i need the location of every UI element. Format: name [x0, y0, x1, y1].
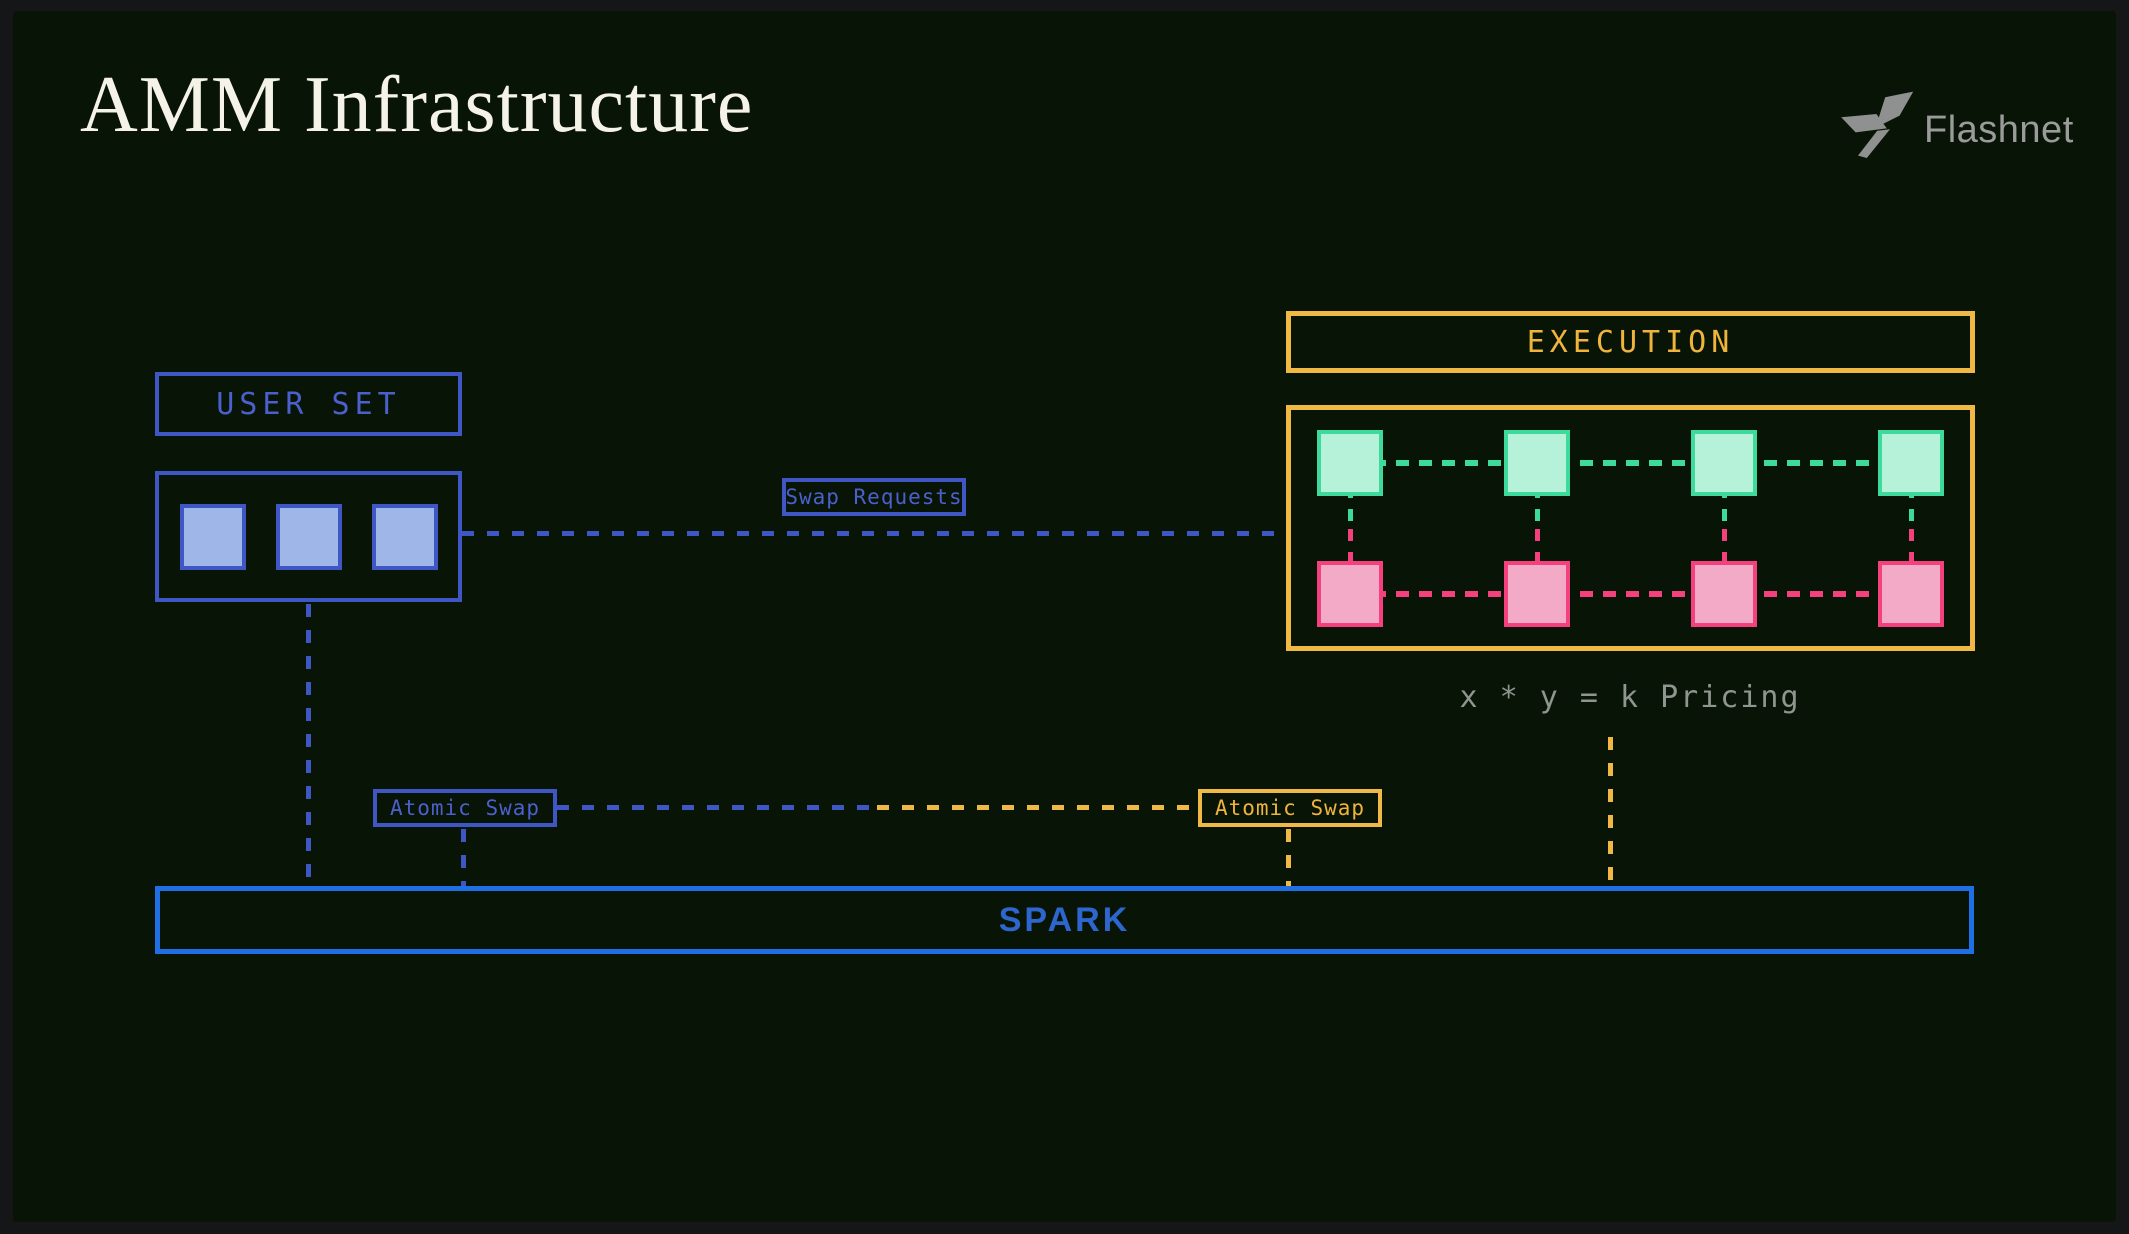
atomic-swap-left-label: Atomic Swap [389, 796, 541, 820]
green-pool-node [1691, 430, 1757, 496]
pair-line-green [1347, 463, 1353, 529]
pair-line-green [1908, 463, 1914, 529]
spark-label: SPARK [998, 900, 1131, 939]
user-square [371, 503, 438, 570]
user-set-to-spark-line [306, 604, 311, 886]
pink-pool-node [1878, 561, 1944, 627]
green-chain-line [1350, 460, 1911, 466]
user-squares-box [155, 471, 462, 602]
pink-chain-line [1350, 591, 1911, 597]
green-pool-node [1504, 430, 1570, 496]
green-pool-node [1878, 430, 1944, 496]
user-square [179, 503, 246, 570]
slide-background [13, 11, 2116, 1222]
flashnet-logo: Flashnet [1834, 86, 2074, 174]
pricing-note: x * y = k Pricing [1459, 680, 1801, 715]
user-set-box: USER SET [155, 372, 462, 436]
execution-grid-box [1286, 405, 1975, 651]
spark-box: SPARK [155, 886, 1974, 954]
flashnet-wordmark: Flashnet [1924, 108, 2074, 151]
atomic-swap-line-blue [557, 805, 877, 810]
pink-pool-node [1504, 561, 1570, 627]
pricing-to-spark-line [1608, 737, 1613, 886]
pink-pool-row [1291, 561, 1970, 627]
atomic-swap-left-box: Atomic Swap [373, 789, 557, 827]
user-square [275, 503, 342, 570]
swap-requests-line [462, 531, 1286, 536]
atomic-swap-right-box: Atomic Swap [1198, 789, 1382, 827]
pair-line-green [1721, 463, 1727, 529]
swap-requests-label: Swap Requests [785, 485, 963, 509]
green-pool-node [1317, 430, 1383, 496]
green-pool-row [1291, 430, 1970, 496]
atomic-swap-line-amber [877, 805, 1198, 810]
atomic-swap-right-label: Atomic Swap [1214, 796, 1366, 820]
user-set-label: USER SET [216, 386, 401, 422]
atomic-left-to-spark-line [461, 829, 466, 886]
atomic-right-to-spark-line [1286, 829, 1291, 886]
page-title: AMM Infrastructure [80, 61, 754, 149]
execution-grid-inner [1291, 410, 1970, 646]
pair-line-green [1534, 463, 1540, 529]
swap-requests-box: Swap Requests [782, 478, 966, 516]
pink-pool-node [1691, 561, 1757, 627]
flash-bolt-icon [1834, 88, 1914, 172]
execution-label: EXECUTION [1526, 324, 1735, 360]
execution-box: EXECUTION [1286, 311, 1975, 373]
pink-pool-node [1317, 561, 1383, 627]
